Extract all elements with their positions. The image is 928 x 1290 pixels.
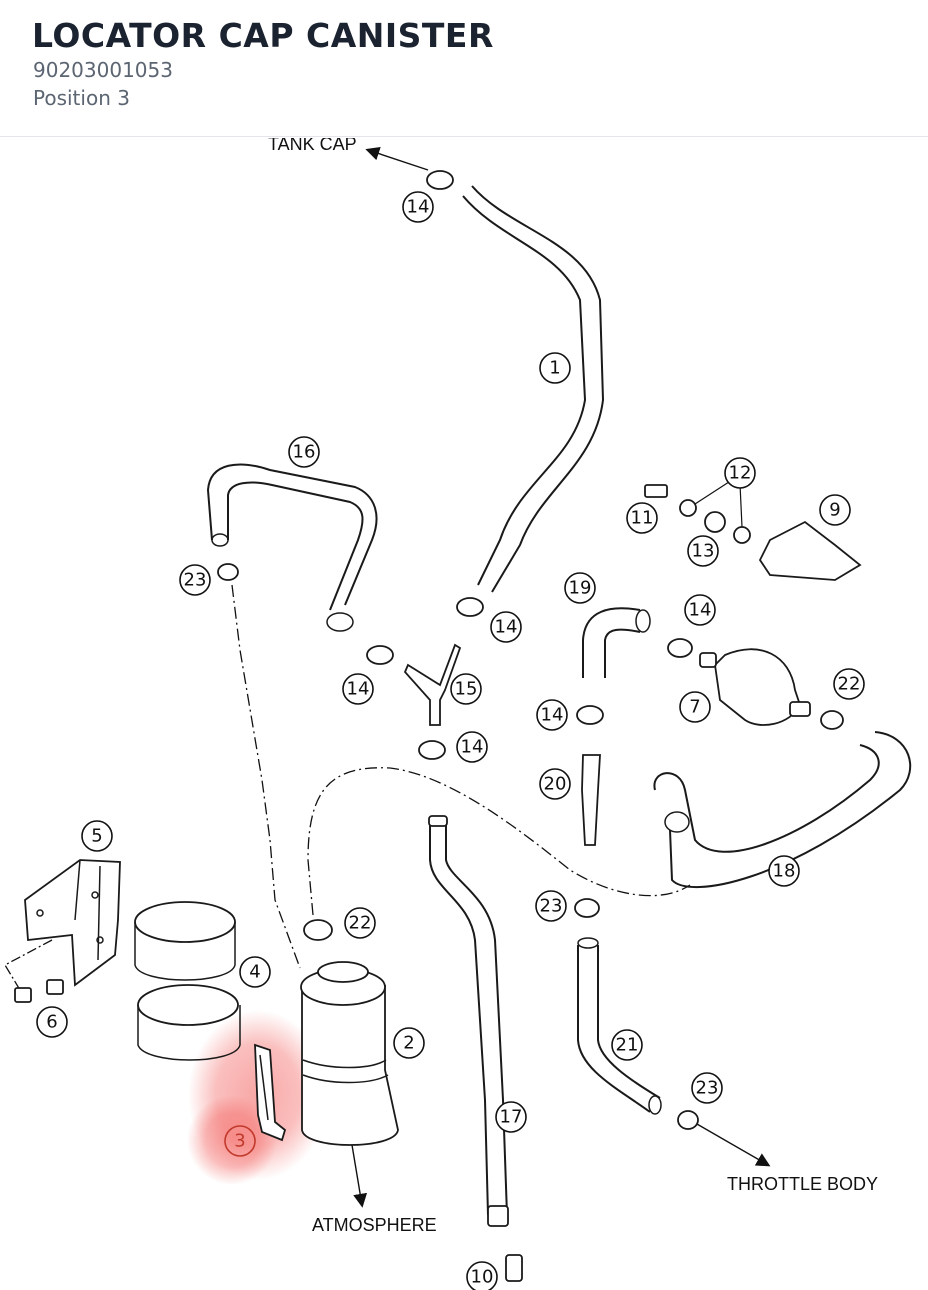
callout-14-c[interactable]: 14 bbox=[342, 673, 374, 705]
svg-text:13: 13 bbox=[692, 541, 715, 562]
callout-5[interactable]: 5 bbox=[81, 820, 113, 852]
callout-12[interactable]: 12 bbox=[724, 457, 756, 489]
svg-text:14: 14 bbox=[495, 617, 518, 638]
svg-text:5: 5 bbox=[91, 826, 102, 847]
svg-text:21: 21 bbox=[616, 1035, 639, 1056]
svg-text:22: 22 bbox=[838, 674, 861, 695]
svg-text:14: 14 bbox=[541, 705, 564, 726]
svg-text:17: 17 bbox=[500, 1107, 523, 1128]
callout-14-b[interactable]: 14 bbox=[490, 611, 522, 643]
callout-13[interactable]: 13 bbox=[687, 535, 719, 567]
tank-cap-arrow bbox=[365, 146, 429, 171]
svg-text:16: 16 bbox=[293, 442, 316, 463]
part-10-fitting bbox=[505, 1254, 523, 1282]
callout-18[interactable]: 18 bbox=[768, 855, 800, 887]
callout-23-b[interactable]: 23 bbox=[535, 890, 567, 922]
callout-2[interactable]: 2 bbox=[393, 1027, 425, 1059]
page-title: LOCATOR CAP CANISTER bbox=[32, 16, 494, 55]
part-7-valve bbox=[699, 648, 811, 726]
svg-text:23: 23 bbox=[696, 1078, 719, 1099]
callout-22-a[interactable]: 22 bbox=[833, 668, 865, 700]
callout-15[interactable]: 15 bbox=[450, 673, 482, 705]
parts-diagram: TANK CAP THROTTLE BODY ATMOSPHERE 14 1 1… bbox=[4, 138, 912, 1290]
hose-17 bbox=[428, 815, 509, 1227]
part-3-locator-cap bbox=[254, 1043, 287, 1142]
svg-text:22: 22 bbox=[349, 913, 372, 934]
callout-21[interactable]: 21 bbox=[611, 1029, 643, 1061]
svg-text:4: 4 bbox=[249, 962, 260, 983]
callout-7[interactable]: 7 bbox=[679, 691, 711, 723]
hose-clamps bbox=[217, 170, 844, 1130]
hose-21 bbox=[577, 937, 662, 1115]
vent-lines bbox=[4, 584, 691, 991]
svg-text:3: 3 bbox=[234, 1131, 245, 1152]
parts-11-12-13 bbox=[644, 479, 751, 544]
callout-20[interactable]: 20 bbox=[539, 768, 571, 800]
callout-23-c[interactable]: 23 bbox=[691, 1072, 723, 1104]
part-9-bracket bbox=[758, 520, 862, 581]
part-2-canister bbox=[300, 961, 399, 1146]
part-20-fitting bbox=[581, 754, 601, 846]
callout-3[interactable]: 3 bbox=[224, 1125, 256, 1157]
svg-text:14: 14 bbox=[461, 737, 484, 758]
callout-17[interactable]: 17 bbox=[495, 1101, 527, 1133]
callout-16[interactable]: 16 bbox=[288, 436, 320, 468]
svg-text:7: 7 bbox=[689, 697, 700, 718]
callout-10[interactable]: 10 bbox=[466, 1261, 498, 1290]
part-15-tee bbox=[403, 643, 462, 726]
callout-22-b[interactable]: 22 bbox=[344, 907, 376, 939]
svg-text:19: 19 bbox=[569, 578, 592, 599]
atmosphere-label: ATMOSPHERE bbox=[312, 1215, 437, 1235]
hose-19 bbox=[582, 607, 651, 678]
callout-9[interactable]: 9 bbox=[819, 494, 851, 526]
header: LOCATOR CAP CANISTER 90203001053 Positio… bbox=[0, 0, 928, 137]
callout-23-a[interactable]: 23 bbox=[179, 564, 211, 596]
atmosphere-arrow bbox=[351, 1144, 368, 1208]
part-4-clamps bbox=[134, 901, 241, 1061]
callout-4[interactable]: 4 bbox=[239, 956, 271, 988]
throttle-body-arrow bbox=[689, 1119, 771, 1167]
callout-14-a[interactable]: 14 bbox=[402, 191, 434, 223]
part-5-bracket bbox=[24, 859, 121, 987]
hose-18 bbox=[653, 731, 912, 889]
svg-text:2: 2 bbox=[403, 1033, 414, 1054]
tank-cap-label: TANK CAP bbox=[268, 138, 357, 154]
callout-14-f[interactable]: 14 bbox=[536, 699, 568, 731]
svg-text:1: 1 bbox=[549, 358, 560, 379]
position-label: Position 3 bbox=[33, 86, 130, 110]
callout-19[interactable]: 19 bbox=[564, 572, 596, 604]
throttle-body-label: THROTTLE BODY bbox=[727, 1174, 878, 1194]
part-6-bolts bbox=[14, 979, 64, 1003]
hose-16 bbox=[206, 463, 378, 632]
part-number: 90203001053 bbox=[33, 58, 173, 82]
svg-text:14: 14 bbox=[347, 679, 370, 700]
svg-text:23: 23 bbox=[540, 896, 563, 917]
callout-1[interactable]: 1 bbox=[539, 352, 571, 384]
svg-text:15: 15 bbox=[455, 679, 478, 700]
callout-14-d[interactable]: 14 bbox=[456, 731, 488, 763]
svg-text:10: 10 bbox=[471, 1267, 494, 1288]
svg-text:20: 20 bbox=[544, 774, 567, 795]
svg-text:18: 18 bbox=[773, 861, 796, 882]
callout-6[interactable]: 6 bbox=[36, 1006, 68, 1038]
svg-text:14: 14 bbox=[689, 600, 712, 621]
callout-11[interactable]: 11 bbox=[626, 502, 658, 534]
svg-text:6: 6 bbox=[46, 1012, 57, 1033]
svg-text:23: 23 bbox=[184, 570, 207, 591]
callout-14-e[interactable]: 14 bbox=[684, 594, 716, 626]
svg-text:9: 9 bbox=[829, 500, 840, 521]
svg-text:11: 11 bbox=[631, 508, 654, 529]
svg-text:12: 12 bbox=[729, 463, 752, 484]
svg-text:14: 14 bbox=[407, 197, 430, 218]
hose-1 bbox=[462, 185, 605, 593]
